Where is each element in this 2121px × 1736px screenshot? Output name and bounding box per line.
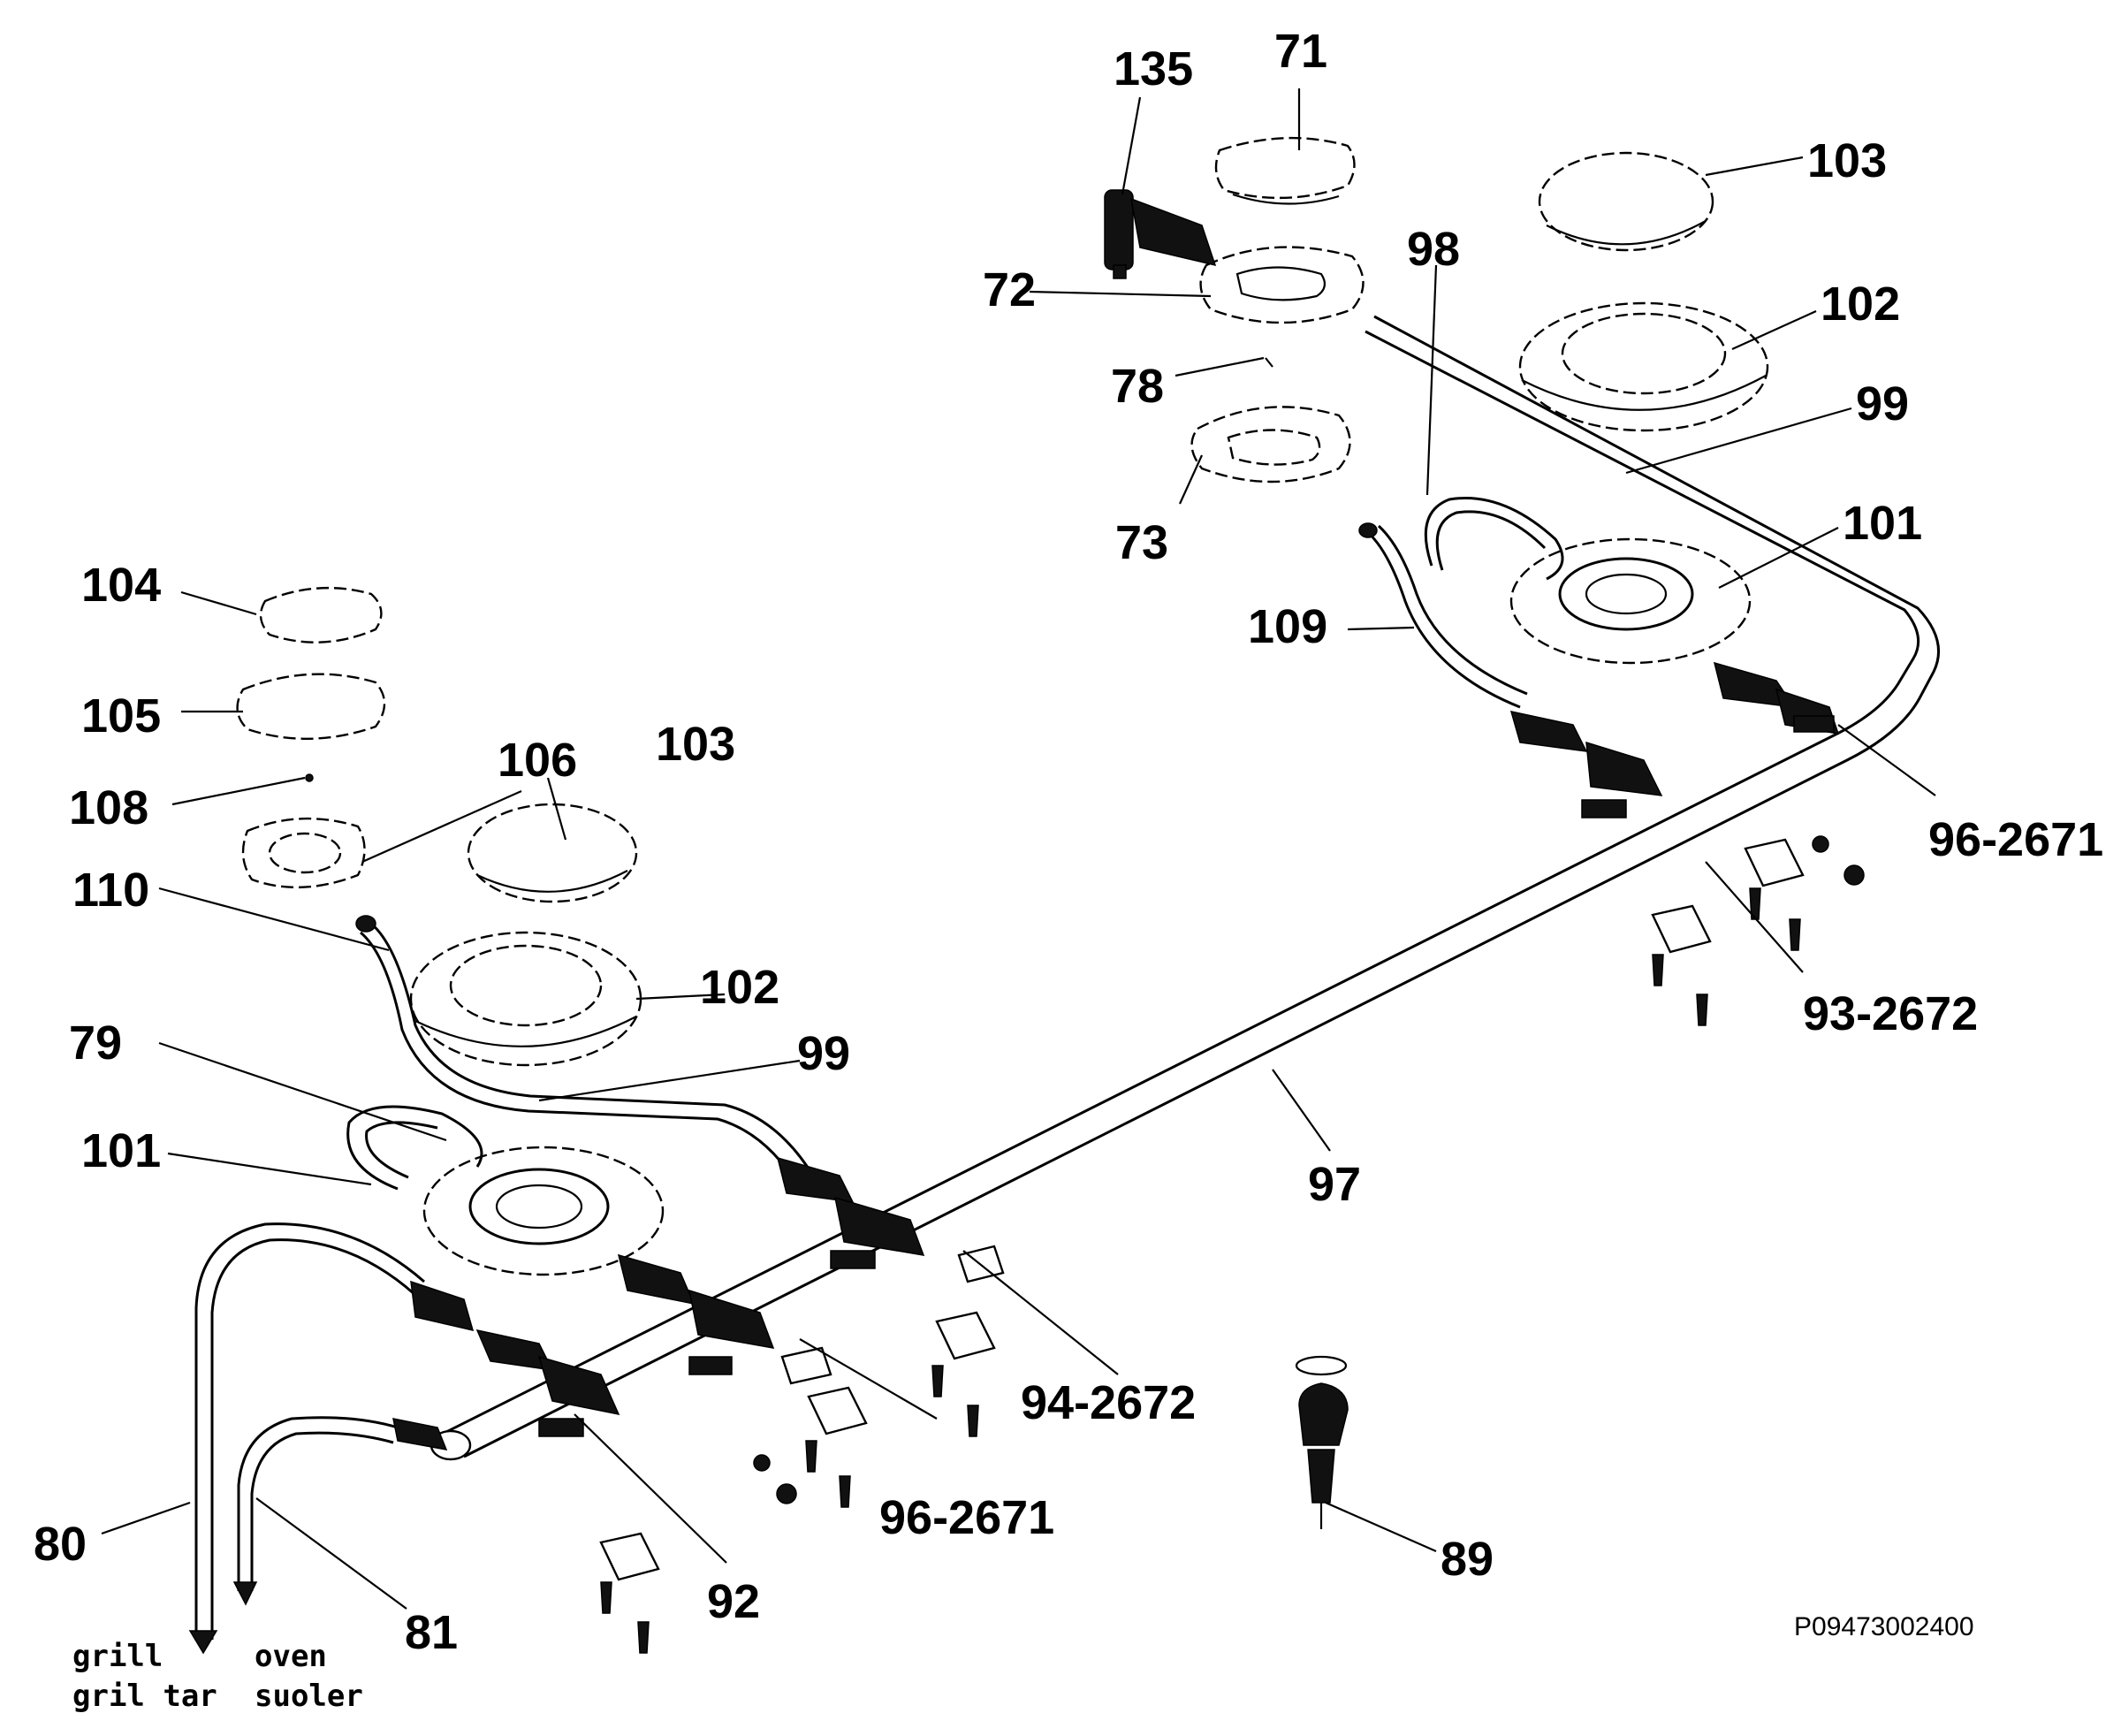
screws-left — [600, 1365, 979, 1654]
label-98: 98 — [1407, 223, 1460, 276]
label-72: 72 — [983, 263, 1036, 316]
grill-oven-pipes — [188, 1222, 475, 1655]
screws-right — [1652, 835, 1865, 1026]
burner-base-106 — [241, 817, 366, 889]
part-number-labels: 135 71 103 72 98 102 78 99 73 101 104 10… — [34, 25, 2103, 1659]
label-96-2671-top: 96-2671 — [1928, 813, 2103, 866]
tap-89 — [1295, 1355, 1349, 1529]
label-102-top: 102 — [1821, 278, 1900, 331]
leader-lines — [101, 88, 1936, 1610]
label-73: 73 — [1115, 516, 1168, 569]
label-78: 78 — [1111, 360, 1164, 413]
annotation-oven-en: oven — [255, 1639, 327, 1674]
label-89: 89 — [1441, 1533, 1494, 1586]
label-104: 104 — [81, 559, 161, 612]
label-93-2672: 93-2672 — [1803, 987, 1978, 1040]
label-106: 106 — [498, 734, 577, 787]
label-103-top: 103 — [1807, 134, 1887, 187]
label-101-left: 101 — [81, 1124, 161, 1177]
thermocouple-79 — [346, 1105, 483, 1191]
label-110: 110 — [72, 864, 149, 917]
valve-assembly-left — [475, 1156, 925, 1437]
burner-crown-102-right — [1518, 301, 1769, 432]
label-99-top: 99 — [1856, 377, 1909, 430]
annotation-grill-fr: gril tar — [72, 1679, 217, 1714]
burner-cap-104 — [259, 586, 383, 643]
label-94-2672: 94-2672 — [1021, 1376, 1196, 1429]
burner-crown-105 — [236, 673, 386, 740]
label-108: 108 — [69, 781, 148, 834]
clip-93-2672 — [1651, 838, 1805, 954]
burner-cap-103-left — [467, 803, 638, 903]
burner-base-73 — [1190, 406, 1351, 483]
burner-crown-102-left — [409, 931, 642, 1067]
clips-left — [599, 1245, 1005, 1581]
label-97: 97 — [1308, 1158, 1361, 1211]
valve-assembly-right — [1509, 661, 1840, 819]
label-102-left: 102 — [700, 961, 779, 1014]
reference-code: P09473002400 — [1794, 1612, 1974, 1641]
label-80: 80 — [34, 1518, 87, 1571]
label-101-top: 101 — [1843, 497, 1922, 550]
burner-cap-71 — [1214, 136, 1356, 205]
label-109: 109 — [1248, 600, 1327, 653]
pin-108 — [305, 773, 314, 782]
label-81: 81 — [405, 1606, 458, 1659]
label-96-2671-bottom: 96-2671 — [879, 1491, 1054, 1544]
label-92: 92 — [707, 1575, 760, 1628]
label-135: 135 — [1114, 42, 1193, 95]
burner-crown-72 — [1199, 246, 1365, 324]
label-71: 71 — [1274, 25, 1327, 78]
burner-body-101-right — [1509, 537, 1752, 665]
label-99-left: 99 — [797, 1027, 850, 1080]
burner-cap-103-right — [1538, 151, 1714, 252]
pin-78 — [1265, 357, 1273, 368]
pipe-109 — [1358, 522, 1528, 709]
ignition-electrode-135 — [1104, 189, 1217, 279]
burner-body-101-left — [422, 1146, 665, 1276]
label-79: 79 — [69, 1016, 122, 1070]
annotation-grill-en: grill — [72, 1639, 163, 1674]
pipe-110 — [355, 915, 815, 1190]
thermocouple-98 — [1424, 496, 1564, 581]
label-105: 105 — [81, 689, 161, 742]
annotation-oven-fr: suoler — [255, 1679, 363, 1714]
label-103-left: 103 — [656, 718, 735, 771]
pipe-annotations: grill gril tar oven suoler — [72, 1639, 363, 1714]
